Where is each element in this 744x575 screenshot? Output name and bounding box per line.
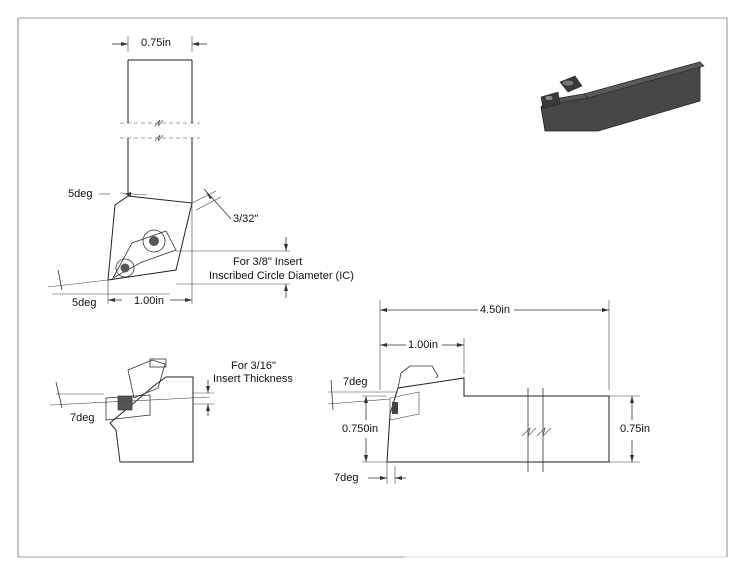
side-angle-dim: 5deg — [68, 188, 93, 200]
head-length-dim: 1.00in — [408, 339, 438, 351]
ic-note-line1: For 3/8" Insert — [233, 256, 303, 268]
tool-head-top — [107, 195, 193, 281]
sheet-border — [17, 17, 728, 558]
top-view — [47, 36, 290, 304]
corner-dim: 3/32" — [233, 213, 259, 225]
ic-note-line2: Inscribed Circle Diameter (IC) — [209, 270, 354, 282]
shank-height-dim: 0.75in — [620, 423, 650, 435]
end-clearance-angle-dim: 7deg — [70, 412, 95, 424]
thickness-note-line2: Insert Thickness — [213, 373, 293, 385]
nose-length-dim: 1.00in — [134, 295, 164, 307]
shank-width-dim: 0.75in — [141, 37, 171, 49]
end-view — [49, 358, 214, 463]
side-clearance-angle-bottom: 7deg — [334, 472, 359, 484]
thickness-note-line1: For 3/16" — [231, 360, 276, 372]
overall-length-dim: 4.50in — [480, 304, 510, 316]
side-clearance-angle-top: 7deg — [343, 376, 368, 388]
iso-view — [540, 61, 705, 132]
end-angle-dim: 5deg — [72, 297, 97, 309]
side-view — [327, 300, 640, 484]
head-height-dim: 0.750in — [342, 423, 379, 435]
shank-top — [120, 59, 200, 203]
